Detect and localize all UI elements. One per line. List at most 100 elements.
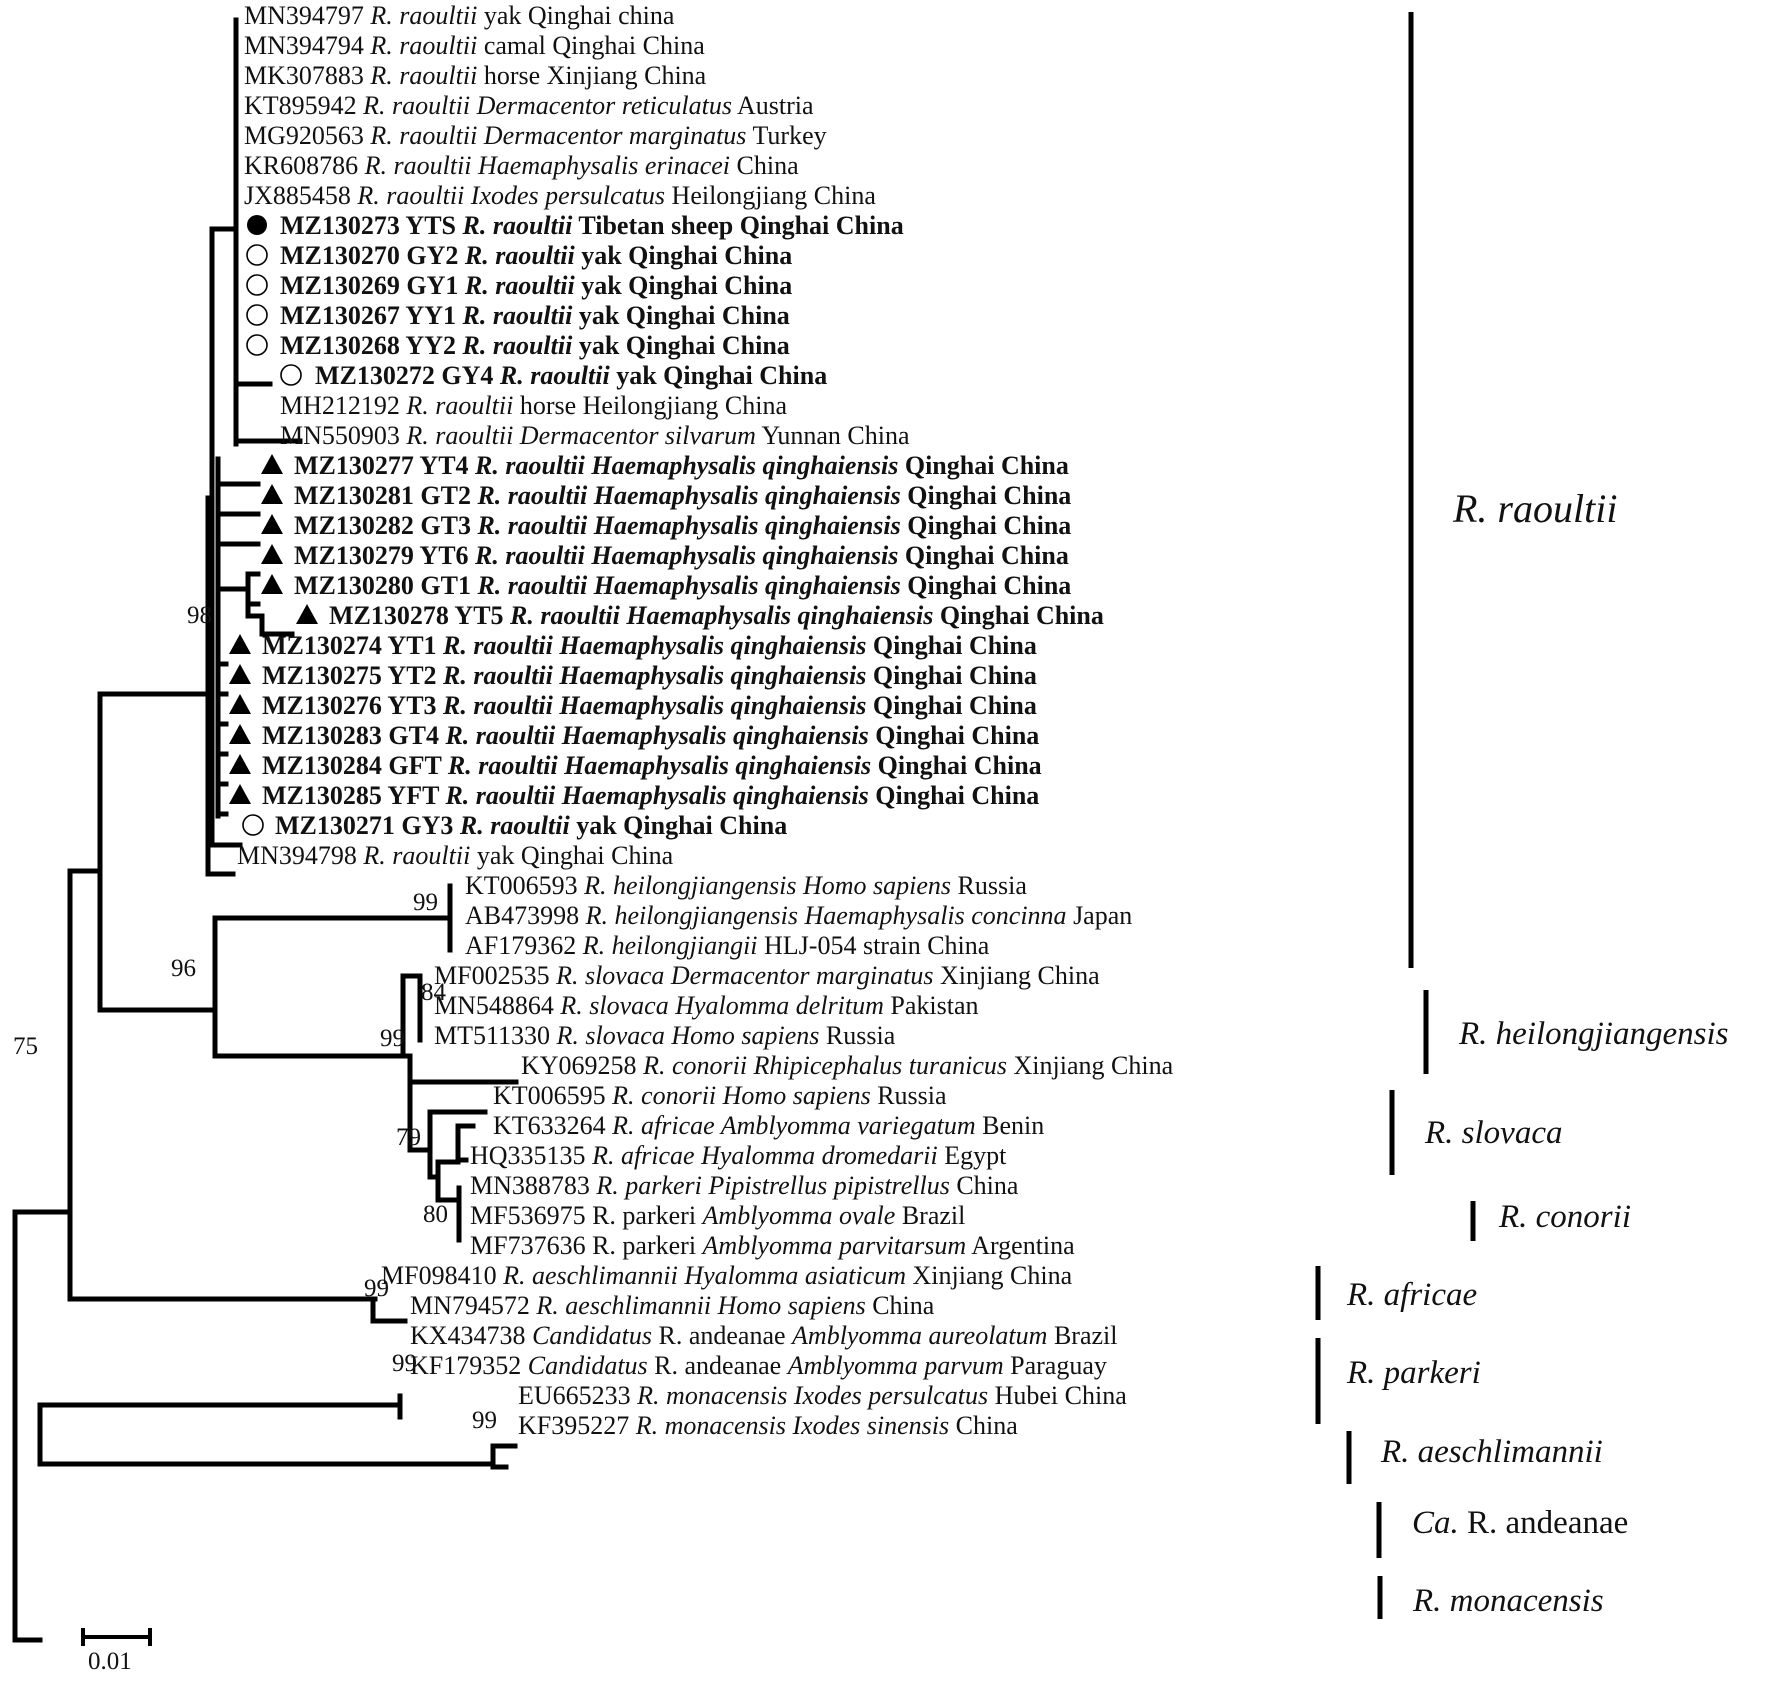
- label-text: Russia: [819, 1021, 895, 1050]
- taxon-name: R. raoultii: [362, 841, 470, 870]
- tip-label: MZ130267 YY1 R. raoultii yak Qinghai Chi…: [280, 301, 790, 330]
- accession-number: MF002535: [434, 961, 556, 990]
- taxon-name: R. raoultii Dermacentor silvarum: [405, 421, 756, 450]
- tip-label: KF395227 R. monacensis Ixodes sinensis C…: [518, 1411, 1018, 1440]
- triangle-icon: [229, 754, 251, 774]
- tip-label: EU665233 R. monacensis Ixodes persulcatu…: [518, 1381, 1127, 1410]
- accession-number: MZ130267 YY1: [280, 301, 462, 330]
- tip-label: MN394794 R. raoultii camal Qinghai China: [244, 31, 705, 60]
- label-text: camal Qinghai China: [477, 31, 705, 60]
- label-text: R. andeanae: [652, 1321, 792, 1350]
- tip-label: MZ130278 YT5 R. raoultii Haemaphysalis q…: [329, 601, 1104, 630]
- accession-number: MF098410: [381, 1261, 503, 1290]
- accession-number: MZ130281 GT2: [294, 481, 477, 510]
- triangle-icon: [261, 454, 283, 474]
- label-text: yak Qinghai China: [572, 331, 789, 360]
- tip-label: HQ335135 R. africae Hyalomma dromedarii …: [470, 1141, 1007, 1170]
- taxon-name: R. parkeri Pipistrellus pipistrellus: [595, 1171, 949, 1200]
- accession-number: MN394797: [244, 1, 370, 30]
- tip-label: AB473998 R. heilongjiangensis Haemaphysa…: [465, 901, 1132, 930]
- label-text: HLJ-054 strain China: [758, 931, 990, 960]
- accession-number: KT633264: [493, 1111, 612, 1140]
- clade-label: R. heilongjiangensis: [1458, 1016, 1728, 1052]
- tip-label: KT895942 R. raoultii Dermacentor reticul…: [244, 91, 814, 120]
- label-text: Xinjiang China: [934, 961, 1101, 990]
- label-text: Qinghai China: [871, 751, 1042, 780]
- taxon-name: Candidatus: [532, 1321, 652, 1350]
- label-text: yak Qinghai china: [477, 1, 675, 30]
- taxon-name: R. raoultii: [461, 301, 573, 330]
- taxon-name: Amblyomma ovale: [701, 1201, 896, 1230]
- tip-label: MF737636 R. parkeri Amblyomma parvitarsu…: [470, 1231, 1075, 1260]
- label-text: China: [950, 1171, 1019, 1200]
- label-text: China: [866, 1291, 935, 1320]
- label-text: yak Qinghai China: [572, 301, 789, 330]
- triangle-icon: [261, 484, 283, 504]
- accession-number: AF179362: [465, 931, 583, 960]
- taxon-name: R. raoultii: [461, 331, 573, 360]
- taxon-name: Amblyomma parvitarsum: [701, 1231, 967, 1260]
- tip-label: MZ130275 YT2 R. raoultii Haemaphysalis q…: [262, 661, 1037, 690]
- taxon-name: R. raoultii: [464, 271, 576, 300]
- taxon-name: R. heilongjiangensis Homo sapiens: [583, 871, 951, 900]
- label-text: Qinghai China: [901, 481, 1072, 510]
- open-circle-icon: [246, 244, 268, 266]
- label-text: Qinghai China: [866, 631, 1037, 660]
- taxon-name: R. raoultii Haemaphysalis qinghaiensis: [476, 481, 900, 510]
- label-text: Qinghai China: [898, 541, 1069, 570]
- label-text: Qinghai China: [901, 511, 1072, 540]
- label-text: Tibetan sheep Qinghai China: [572, 211, 903, 240]
- open-circle-icon: [242, 814, 264, 836]
- accession-number: MZ130276 YT3: [262, 691, 443, 720]
- taxon-name: R. slovaca Homo sapiens: [556, 1021, 820, 1050]
- taxon-name: R. raoultii: [459, 811, 571, 840]
- clade-label-part: R. raoultii: [1452, 486, 1617, 531]
- label-text: Paraguay: [1004, 1351, 1107, 1380]
- taxon-name: R. raoultii: [369, 1, 477, 30]
- tip-label: MT511330 R. slovaca Homo sapiens Russia: [434, 1021, 896, 1050]
- label-text: R. parkeri: [592, 1231, 702, 1260]
- accession-number: MZ130272 GY4: [315, 361, 500, 390]
- taxon-name: R. raoultii Haemaphysalis qinghaiensis: [447, 751, 871, 780]
- clade-label-part: R. monacensis: [1412, 1583, 1604, 1619]
- label-text: horse Xinjiang China: [477, 61, 706, 90]
- bootstrap-value: 84: [421, 979, 447, 1006]
- taxon-name: R. raoultii Haemaphysalis qinghaiensis: [442, 691, 866, 720]
- taxon-name: R. monacensis Ixodes persulcatus: [636, 1381, 988, 1410]
- accession-number: KF395227: [518, 1411, 636, 1440]
- accession-number: HQ335135: [470, 1141, 592, 1170]
- tip-label: MZ130284 GFT R. raoultii Haemaphysalis q…: [262, 751, 1042, 780]
- label-text: Turkey: [746, 121, 826, 150]
- clade-label-part: R. parkeri: [1346, 1355, 1481, 1391]
- tip-label: KR608786 R. raoultii Haemaphysalis erina…: [244, 151, 799, 180]
- triangle-icon: [229, 634, 251, 654]
- tip-label: KX434738 Candidatus R. andeanae Amblyomm…: [410, 1321, 1117, 1350]
- accession-number: KT006593: [465, 871, 584, 900]
- accession-number: KT006595: [493, 1081, 612, 1110]
- bootstrap-value: 98: [187, 602, 212, 629]
- accession-number: KY069258: [521, 1051, 643, 1080]
- taxon-name: R. conorii Rhipicephalus turanicus: [642, 1051, 1007, 1080]
- triangle-icon: [261, 514, 283, 534]
- tip-label: MH212192 R. raoultii horse Heilongjiang …: [280, 391, 787, 420]
- taxon-name: R. raoultii: [499, 361, 611, 390]
- accession-number: MZ130273 YTS: [280, 211, 463, 240]
- clade-label-part: R. slovaca: [1424, 1115, 1562, 1151]
- tip-label: MZ130282 GT3 R. raoultii Haemaphysalis q…: [294, 511, 1071, 540]
- label-text: Qinghai China: [866, 661, 1037, 690]
- accession-number: MZ130275 YT2: [262, 661, 443, 690]
- tip-markers: [229, 215, 318, 836]
- clade-label-part: Ca.: [1412, 1505, 1459, 1541]
- tip-label: MK307883 R. raoultii horse Xinjiang Chin…: [244, 61, 707, 90]
- taxon-name: R. raoultii Haemaphysalis qinghaiensis: [476, 571, 900, 600]
- taxon-name: Amblyomma parvum: [786, 1351, 1004, 1380]
- tip-label: MF002535 R. slovaca Dermacentor marginat…: [434, 961, 1100, 990]
- tip-label: MN794572 R. aeschlimannii Homo sapiens C…: [410, 1291, 935, 1320]
- taxon-name: R. raoultii Haemaphysalis qinghaiensis: [509, 601, 933, 630]
- label-text: Argentina: [966, 1231, 1075, 1260]
- accession-number: MZ130268 YY2: [280, 331, 462, 360]
- label-text: Qinghai China: [869, 721, 1040, 750]
- accession-number: MZ130279 YT6: [294, 541, 475, 570]
- accession-number: MN394794: [244, 31, 370, 60]
- tip-label: MZ130274 YT1 R. raoultii Haemaphysalis q…: [262, 631, 1037, 660]
